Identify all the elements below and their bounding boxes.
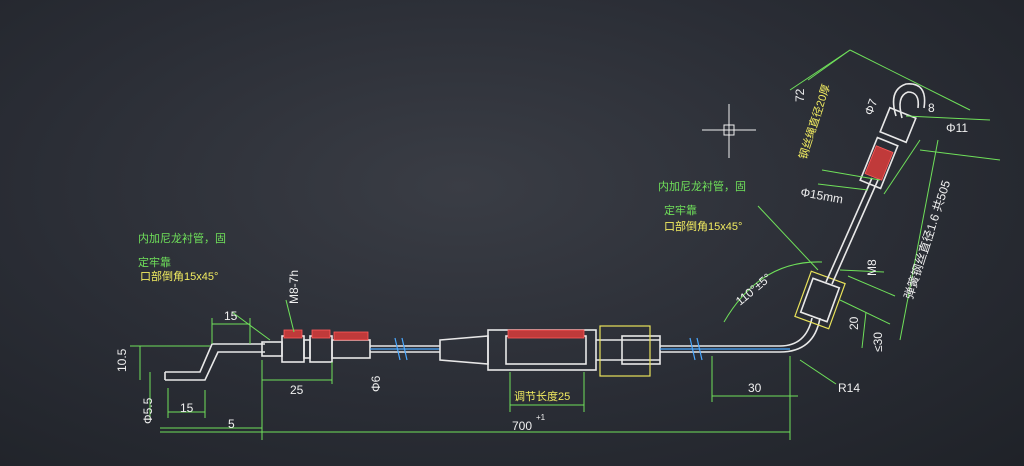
dim-8: 8 — [928, 101, 935, 115]
dim-phi-7: Φ7 — [862, 97, 881, 117]
adjust-length-label: 调节长度25 — [514, 389, 570, 403]
left-note-line3: 口部倒角15x45° — [140, 269, 218, 283]
dimension-values: 15 15 10.5 Φ5.5 M8-7h 25 Φ6 5 700 +1 30 … — [115, 88, 968, 433]
dim-30-right: ≤30 — [871, 332, 885, 352]
dim-angle: 110°±5° — [733, 270, 774, 308]
dim-phi-15mm: Φ15mm — [799, 185, 844, 206]
dim-72: 72 — [793, 88, 807, 102]
annotation-notes: 内加尼龙衬管，固 定牢靠 口部倒角15x45° 内加尼龙衬管，固 定牢靠 口部倒… — [138, 82, 953, 403]
cable-assembly — [164, 83, 926, 381]
dim-phi-6: Φ6 — [369, 375, 383, 392]
dim-700: 700 — [512, 419, 532, 433]
dim-m8-7h: M8-7h — [287, 270, 301, 304]
dim-phi-5-5: Φ5.5 — [141, 397, 155, 424]
dimension-lines — [130, 49, 1001, 440]
dim-30-bottom: 30 — [748, 381, 762, 395]
left-note-line2: 定牢靠 — [138, 255, 171, 269]
right-note-line2: 定牢靠 — [664, 203, 697, 217]
dim-r14: R14 — [838, 381, 860, 395]
dim-15-top: 15 — [224, 309, 238, 323]
dim-20: 20 — [847, 316, 861, 330]
dim-10-5: 10.5 — [115, 348, 129, 372]
right-note-line1: 内加尼龙衬管，固 — [658, 179, 746, 193]
dim-5: 5 — [228, 417, 235, 431]
dim-15-bottom: 15 — [180, 401, 194, 415]
dim-25: 25 — [290, 383, 304, 397]
dim-m8-right: M8 — [865, 259, 879, 276]
left-note-line1: 内加尼龙衬管，固 — [138, 231, 226, 245]
crosshair-cursor-icon — [702, 104, 756, 158]
dim-700-tolerance: +1 — [536, 413, 546, 422]
right-note-line3: 口部倒角15x45° — [664, 219, 742, 233]
dim-phi-11: Φ11 — [946, 121, 968, 135]
